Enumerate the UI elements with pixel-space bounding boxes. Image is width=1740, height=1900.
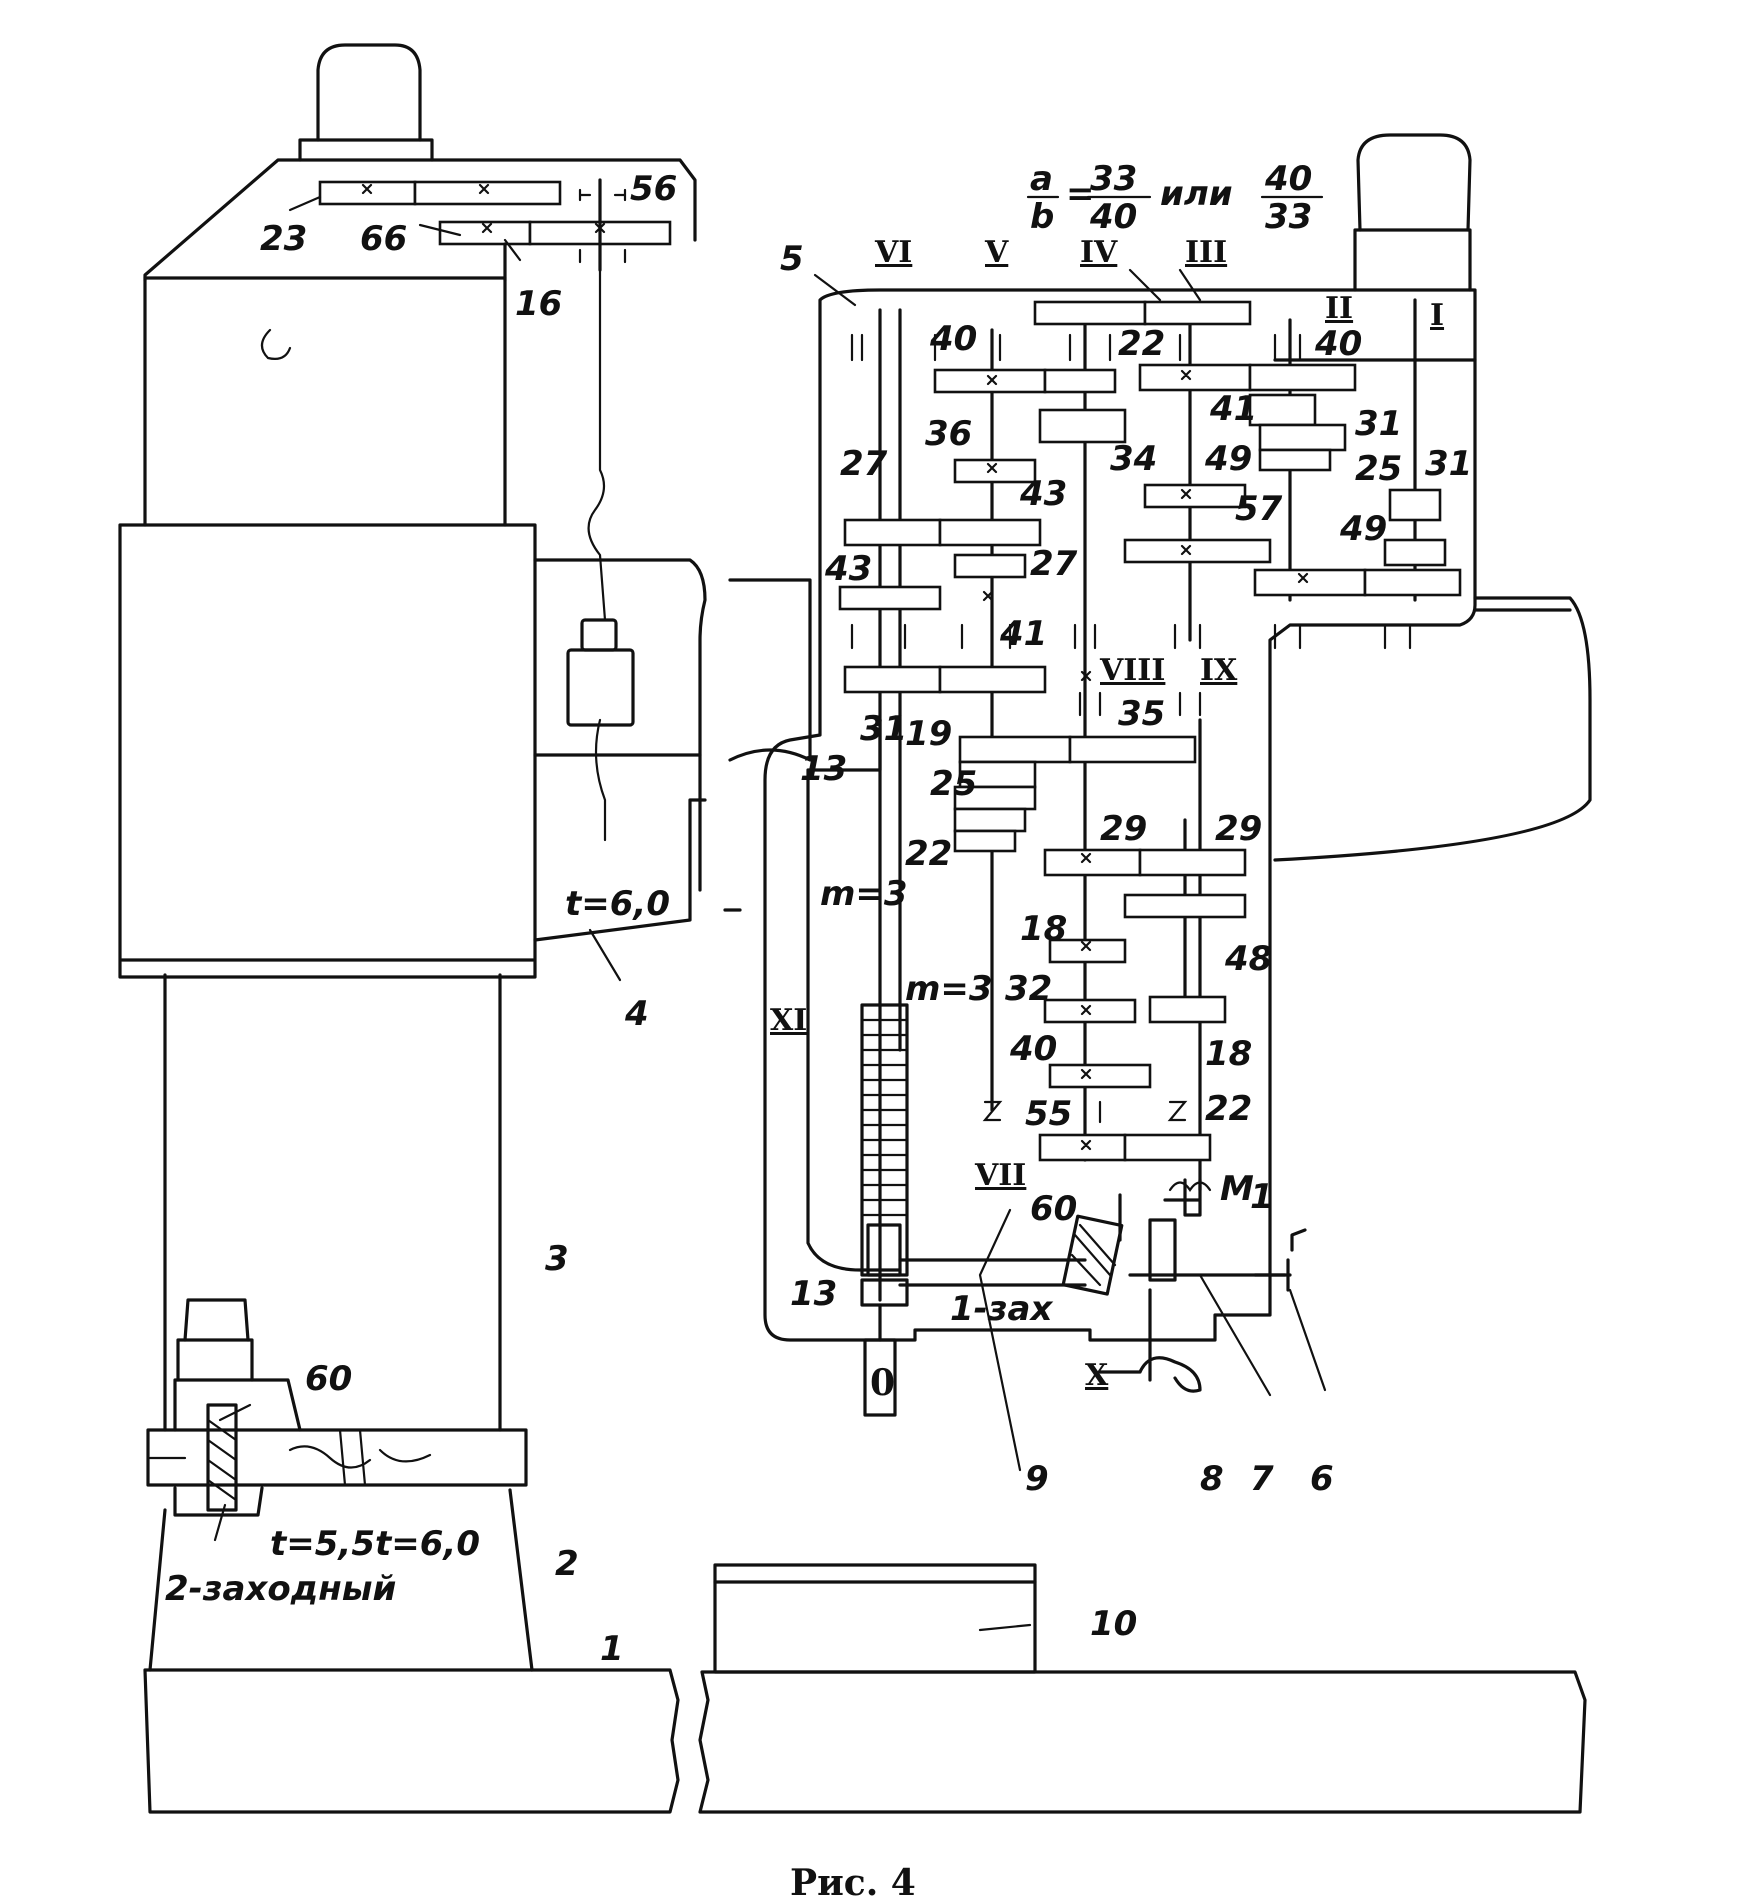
base-plate bbox=[143, 1668, 1587, 1814]
note-m1-sub: 1 bbox=[1250, 1177, 1274, 1217]
gear-18-ix: 18 bbox=[1205, 1034, 1252, 1074]
part-numbers: 1 2 3 4 5 6 7 8 9 10 bbox=[545, 239, 1334, 1669]
formula-b: b bbox=[1030, 197, 1054, 237]
part-3: 3 bbox=[545, 1239, 569, 1279]
gear-34: 34 bbox=[1110, 439, 1157, 479]
note-t60-base: t=6,0 bbox=[375, 1524, 480, 1564]
gear-60-base: 60 bbox=[305, 1359, 352, 1399]
shaft-II: II bbox=[1325, 291, 1353, 326]
top-gearbox bbox=[318, 178, 672, 282]
leader-lines bbox=[213, 195, 1327, 1632]
gear-13-rack: 13 bbox=[790, 1274, 837, 1314]
formula-word: или bbox=[1160, 174, 1233, 214]
part-2: 2 bbox=[555, 1544, 579, 1584]
svg-text:=: = bbox=[1066, 174, 1095, 214]
gear-16: 16 bbox=[515, 284, 562, 324]
part-8: 8 bbox=[1200, 1459, 1224, 1499]
shaft-I: I bbox=[1430, 298, 1444, 333]
formula-r2-den: 33 bbox=[1265, 197, 1312, 237]
gear-56: 56 bbox=[630, 169, 677, 209]
gear-60-head: 60 bbox=[1030, 1189, 1077, 1229]
gear-57: 57 bbox=[1235, 489, 1283, 529]
shaft-VIII: VIII bbox=[1099, 653, 1165, 688]
ratio-formula: a b = 33 40 или 40 33 bbox=[1026, 159, 1324, 237]
shaft-III: III bbox=[1185, 235, 1227, 270]
formula-r1-num: 33 bbox=[1090, 159, 1137, 199]
gear-19: 19 bbox=[905, 714, 952, 754]
gear-22-iv: 22 bbox=[1118, 324, 1165, 364]
gear-23: 23 bbox=[260, 219, 307, 259]
gear-48: 48 bbox=[1224, 939, 1272, 979]
gear-32: 32 bbox=[1005, 969, 1052, 1009]
gear-35: 35 bbox=[1118, 694, 1165, 734]
note-t55: t=5,5 bbox=[270, 1524, 375, 1564]
gear-66: 66 bbox=[360, 219, 407, 259]
note-m3-b: m=3 bbox=[905, 969, 993, 1009]
gear-22-vii: 22 bbox=[905, 834, 952, 874]
shaft-XI: XI bbox=[770, 1003, 807, 1038]
gear-25-vii: 25 bbox=[930, 764, 977, 804]
gear-40-vi: 40 bbox=[929, 319, 977, 359]
part-6: 6 bbox=[1310, 1459, 1334, 1499]
gear-43-v: 43 bbox=[1019, 474, 1067, 514]
shaft-V: V bbox=[984, 235, 1009, 270]
gear-41-iii: 41 bbox=[1209, 389, 1257, 429]
column-sleeve bbox=[146, 1298, 534, 1672]
gear-49-ii: 49 bbox=[1339, 509, 1387, 549]
gear-29-ix: 29 bbox=[1215, 809, 1262, 849]
gear-25: 25 bbox=[1355, 449, 1402, 489]
gear-43-vi: 43 bbox=[824, 549, 872, 589]
part-5: 5 bbox=[780, 239, 804, 279]
gear-31-i: 31 bbox=[1425, 444, 1472, 484]
notes: t=6,0 m=3 m=3 1-зах M 1 t=5,5 t=6,0 2-за… bbox=[165, 874, 1274, 1609]
gear-49-iii: 49 bbox=[1204, 439, 1252, 479]
shaft-IV: IV bbox=[1080, 235, 1118, 270]
gear-41-v: 41 bbox=[999, 614, 1047, 654]
gear-40-ii: 40 bbox=[1314, 324, 1362, 364]
shaft-X: X bbox=[1085, 1358, 1109, 1393]
gearing: 0 bbox=[578, 188, 1462, 1417]
radial-arm bbox=[533, 178, 812, 942]
gear-31-vi: 31 bbox=[860, 709, 907, 749]
note-t60-arm: t=6,0 bbox=[565, 884, 670, 924]
gear-27-v: 27 bbox=[1030, 544, 1078, 584]
part-1: 1 bbox=[600, 1629, 624, 1669]
work-table bbox=[713, 1563, 1037, 1674]
column bbox=[118, 43, 697, 1432]
shaft-labels: I II III IV V VI VII VIII IX X XI bbox=[770, 235, 1444, 1393]
gear-27-vi: 27 bbox=[840, 444, 888, 484]
formula-r1-den: 40 bbox=[1089, 197, 1137, 237]
formula-a: a bbox=[1030, 159, 1053, 199]
part-9: 9 bbox=[1025, 1459, 1049, 1499]
formula-r2-num: 40 bbox=[1264, 159, 1312, 199]
gear-31-ii: 31 bbox=[1355, 404, 1402, 444]
shaft-IX: IX bbox=[1200, 653, 1238, 688]
shaft-VI: VI bbox=[874, 235, 912, 270]
part-7: 7 bbox=[1250, 1459, 1274, 1499]
part-4: 4 bbox=[624, 994, 649, 1034]
gear-29-viii: 29 bbox=[1100, 809, 1147, 849]
gear-labels: 23 66 16 56 40 40 22 41 31 34 36 49 25 3… bbox=[260, 169, 1472, 1399]
shaft-VII: VII bbox=[974, 1158, 1026, 1193]
note-m1: M bbox=[1220, 1169, 1254, 1209]
part-10: 10 bbox=[1090, 1604, 1137, 1644]
gear-36: 36 bbox=[925, 414, 972, 454]
figure-caption: Рис. 4 bbox=[790, 1862, 916, 1900]
headstock-housing bbox=[763, 133, 1592, 1342]
gear-13-xi: 13 bbox=[800, 749, 847, 789]
gear-18-viii: 18 bbox=[1020, 909, 1067, 949]
note-two-start: 2-заходный bbox=[165, 1569, 396, 1609]
gear-22-ix: 22 bbox=[1205, 1089, 1252, 1129]
gear-55: 55 bbox=[1025, 1094, 1072, 1134]
note-m3-a: m=3 bbox=[820, 874, 908, 914]
svg-text:0: 0 bbox=[870, 1362, 895, 1404]
note-zax: 1-зах bbox=[950, 1289, 1053, 1329]
gear-40-viii: 40 bbox=[1009, 1029, 1057, 1069]
